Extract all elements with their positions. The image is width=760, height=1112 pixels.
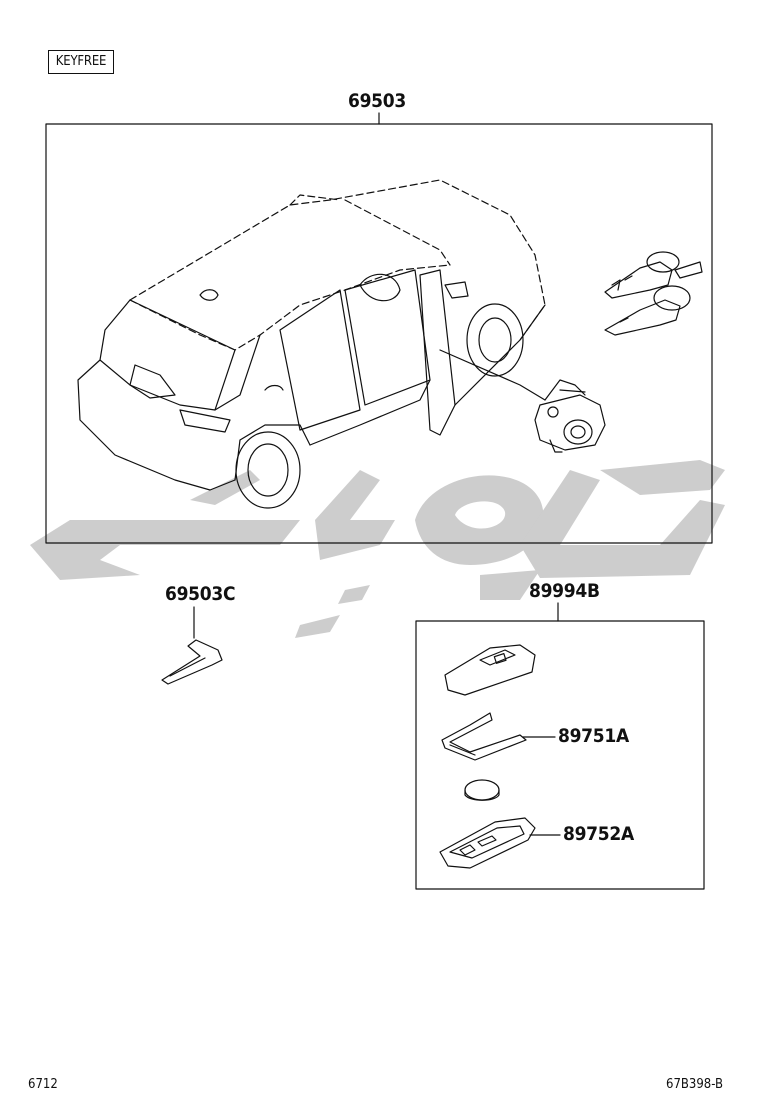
keyfree-tag: KEYFREE [48, 50, 114, 74]
ignition-keys [604, 251, 703, 336]
part-number-main-kit: 69503 [348, 90, 406, 112]
footer-right-code: 67B398-B [666, 1077, 724, 1092]
remote-top-cover [444, 644, 536, 696]
vehicle-body-solid [77, 269, 546, 509]
door-lock-cylinder [534, 379, 606, 453]
part-number-remote-cover: 89751A [558, 725, 629, 747]
remote-cover-band [441, 712, 527, 761]
footer-left-code: 6712 [28, 1077, 58, 1092]
remote-bottom-case [439, 817, 536, 869]
coin-battery-icon [464, 779, 500, 801]
part-number-remote-kit: 89994B [529, 580, 600, 602]
key-blank-illustration [161, 639, 223, 685]
remote-kit-frame [415, 620, 705, 890]
part-number-remote-case: 89752A [563, 823, 634, 845]
vehicle-illustration [129, 179, 546, 351]
part-number-key-blank: 69503C [165, 583, 236, 605]
